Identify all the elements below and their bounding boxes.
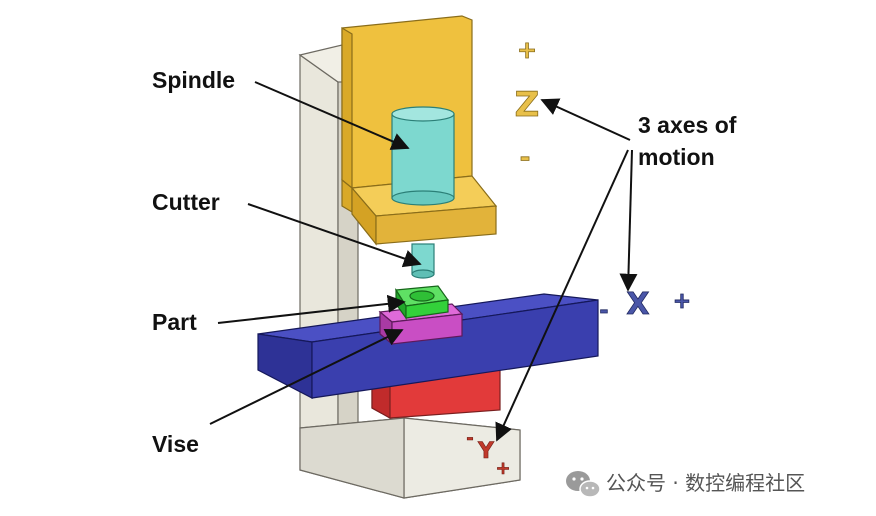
y-plus-sign: + (495, 458, 510, 479)
z-axis-indicator: + Z - (514, 36, 540, 174)
wechat-icon (566, 471, 601, 498)
leader-arrows (209, 81, 638, 442)
spindle-arrow (254, 81, 410, 150)
x-axis-letter: X (626, 287, 649, 322)
axes-label-line1: 3 axes of (638, 112, 737, 138)
cutter-arrow (247, 203, 422, 268)
axes-label-line2: motion (638, 144, 715, 170)
vise-arrow (209, 329, 404, 425)
vise-label: Vise (152, 431, 199, 457)
y-axis-arrow (495, 149, 629, 442)
cutter-label: Cutter (152, 189, 220, 215)
watermark-text: 公众号 · 数控编程社区 (606, 471, 805, 495)
watermark: 公众号 · 数控编程社区 (566, 471, 805, 498)
part (394, 285, 450, 320)
spindle-cylinder (391, 106, 455, 206)
x-minus-sign: - (599, 299, 608, 324)
part-arrow (217, 294, 406, 324)
x-plus-sign: + (673, 289, 691, 314)
y-minus-sign: - (466, 428, 473, 449)
x-axis-indicator: - X + (599, 287, 692, 325)
z-plus-sign: + (517, 36, 537, 64)
cutter-tool (411, 243, 435, 279)
y-axis-indicator: - Y + (466, 428, 511, 480)
x-axis-arrow (619, 149, 638, 292)
z-axis-letter: Z (515, 85, 540, 125)
part-label: Part (152, 309, 197, 335)
spindle-label: Spindle (152, 67, 235, 93)
z-axis-arrow (540, 98, 631, 141)
z-minus-sign: - (520, 143, 531, 173)
y-axis-letter: Y (477, 439, 495, 464)
